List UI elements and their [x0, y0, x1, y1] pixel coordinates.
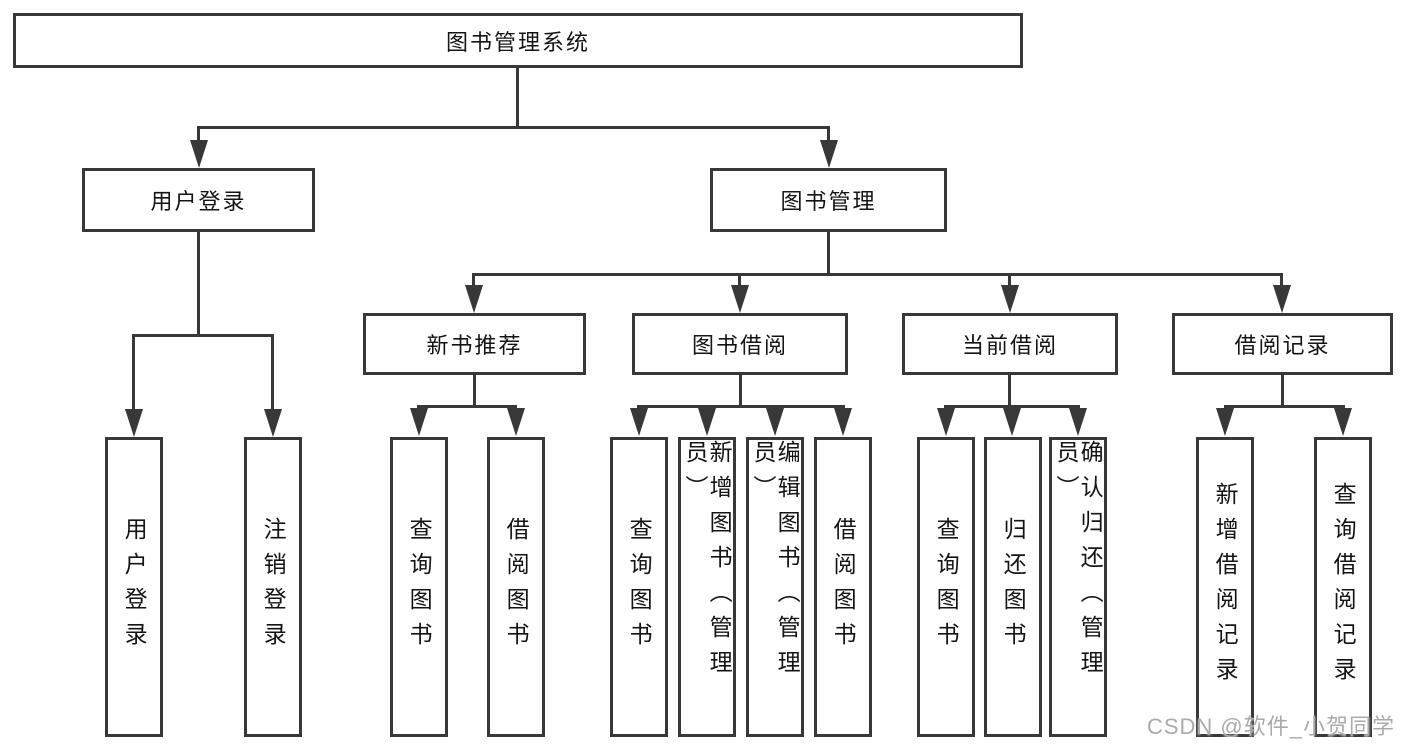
node-label: 新增图书（管理员）	[682, 440, 733, 685]
node-label: 查询图书	[406, 517, 433, 657]
node-label: 查询图书	[933, 517, 960, 657]
connector-line	[472, 273, 475, 289]
leaf-edit-book-admin: 编辑图书（管理员）	[746, 437, 804, 737]
leaf-user-login: 用户登录	[105, 437, 163, 737]
node-label: 新增借阅记录	[1212, 482, 1239, 692]
node-library-management-system: 图书管理系统	[13, 13, 1023, 68]
arrow-down-icon	[264, 409, 282, 437]
leaf-return-books: 归还图书	[984, 437, 1042, 737]
arrow-down-icon	[1273, 285, 1291, 313]
connector-line	[417, 405, 517, 408]
connector-line	[516, 68, 519, 129]
node-label: 用户登录	[121, 517, 148, 657]
node-label: 用户登录	[150, 189, 247, 214]
arrow-down-icon	[1001, 285, 1019, 313]
arrow-down-icon	[698, 408, 716, 436]
connector-line	[271, 334, 274, 412]
arrow-down-icon	[820, 140, 838, 168]
node-user-login: 用户登录	[82, 168, 315, 232]
node-borrowing-records: 借阅记录	[1172, 313, 1393, 375]
leaf-confirm-return-admin: 确认归还（管理员）	[1049, 437, 1107, 737]
node-label: 归还图书	[1000, 517, 1027, 657]
connector-line	[1224, 405, 1345, 408]
node-label: 确认归还（管理员）	[1053, 440, 1104, 685]
leaf-add-borrow-record: 新增借阅记录	[1196, 437, 1254, 737]
node-current-borrowing: 当前借阅	[902, 313, 1118, 375]
arrow-down-icon	[834, 408, 852, 436]
csdn-watermark: CSDN @软件_小贺同学	[1146, 714, 1395, 739]
node-label: 图书管理系统	[445, 29, 590, 55]
node-book-management: 图书管理	[710, 168, 947, 232]
connector-line	[473, 375, 476, 408]
connector-line	[1008, 273, 1011, 289]
arrow-down-icon	[630, 408, 648, 436]
arrow-down-icon	[465, 285, 483, 313]
connector-line	[944, 405, 1080, 408]
leaf-borrow-books-recommend: 借阅图书	[487, 437, 545, 737]
arrow-down-icon	[731, 285, 749, 313]
connector-line	[132, 334, 135, 412]
node-label: 借阅图书	[830, 517, 857, 657]
leaf-query-books-recommend: 查询图书	[390, 437, 448, 737]
arrow-down-icon	[766, 408, 784, 436]
connector-line	[1281, 375, 1284, 408]
arrow-down-icon	[1334, 408, 1352, 436]
node-label: 图书借阅	[691, 333, 788, 358]
arrow-down-icon	[507, 408, 525, 436]
node-label: 图书管理	[780, 189, 877, 214]
node-label: 注销登录	[260, 517, 287, 657]
node-label: 编辑图书（管理员）	[750, 440, 801, 685]
connector-line	[197, 232, 200, 337]
connector-line	[827, 126, 830, 146]
node-label: 借阅记录	[1234, 333, 1331, 358]
node-book-borrowing: 图书借阅	[632, 313, 848, 375]
connector-line	[472, 273, 1283, 276]
arrow-down-icon	[937, 408, 955, 436]
connector-line	[827, 232, 830, 276]
node-new-book-recommendation: 新书推荐	[363, 313, 586, 375]
connector-line	[1280, 273, 1283, 289]
node-label: 新书推荐	[426, 333, 523, 358]
node-label: 查询借阅记录	[1330, 482, 1357, 692]
connector-line	[738, 273, 741, 289]
connector-line	[1008, 375, 1011, 408]
arrow-down-icon	[190, 140, 208, 168]
connector-line	[197, 126, 830, 129]
leaf-query-books-borrowing: 查询图书	[610, 437, 668, 737]
leaf-query-borrow-record: 查询借阅记录	[1314, 437, 1372, 737]
leaf-logout: 注销登录	[244, 437, 302, 737]
node-label: 查询图书	[626, 517, 653, 657]
arrow-down-icon	[1069, 408, 1087, 436]
node-label: 借阅图书	[503, 517, 530, 657]
connector-line	[132, 334, 274, 337]
connector-line	[739, 375, 742, 408]
leaf-add-book-admin: 新增图书（管理员）	[678, 437, 736, 737]
leaf-borrow-books-borrowing: 借阅图书	[814, 437, 872, 737]
arrow-down-icon	[1003, 408, 1021, 436]
leaf-query-books-current: 查询图书	[917, 437, 975, 737]
arrow-down-icon	[1216, 408, 1234, 436]
arrow-down-icon	[410, 408, 428, 436]
connector-line	[197, 126, 200, 146]
arrow-down-icon	[125, 409, 143, 437]
node-label: 当前借阅	[961, 333, 1058, 358]
connector-line	[637, 405, 845, 408]
